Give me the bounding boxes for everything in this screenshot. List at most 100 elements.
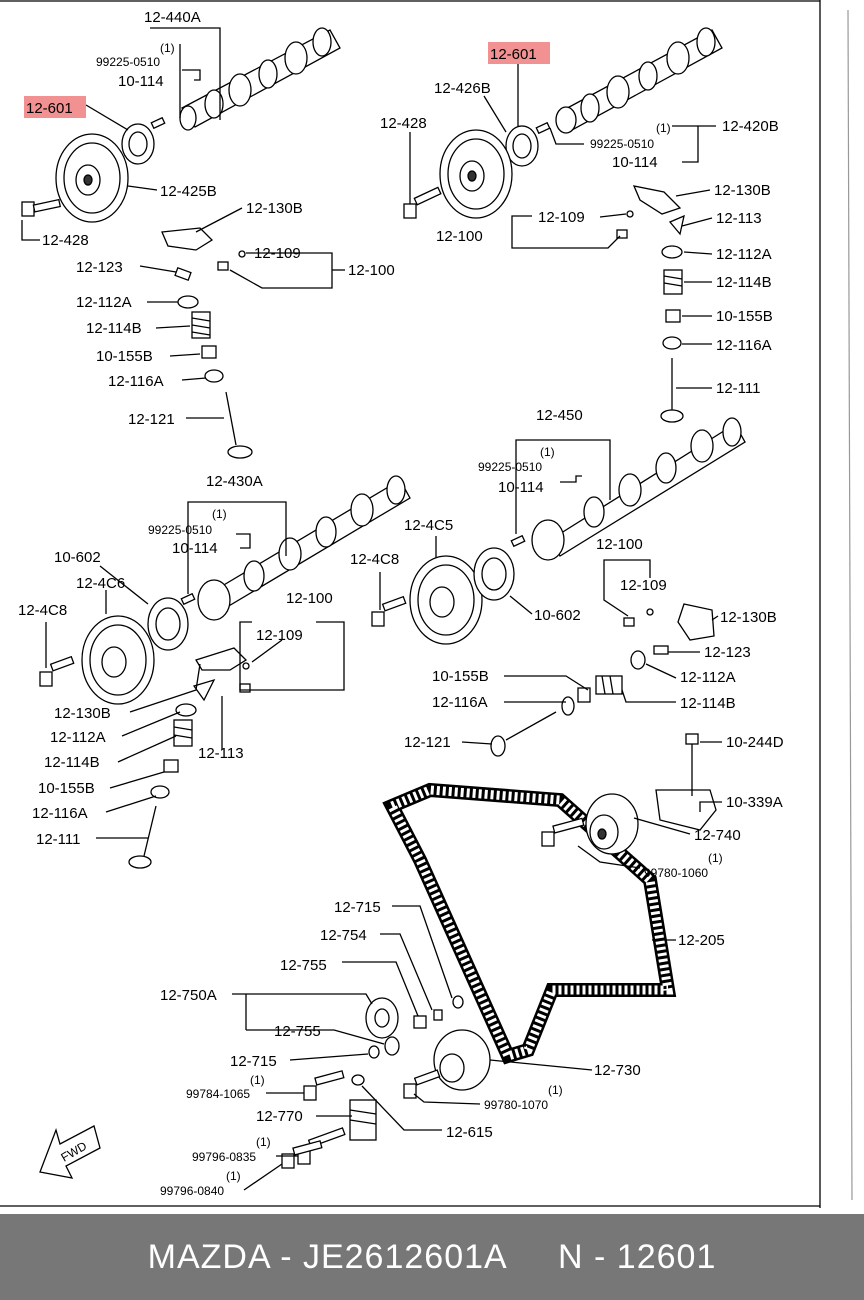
spring-12-114Ba (191, 311, 211, 339)
label-12-114Bb: 12-114B (716, 274, 772, 291)
label-99780-1060: 99780-1060 (644, 866, 708, 880)
label-10-155Bb: 10-155B (716, 308, 773, 325)
label-12-114Bd: 12-114B (680, 695, 736, 712)
bolt-12-428a (21, 198, 62, 217)
label-12-113b: 12-113 (716, 210, 762, 227)
adjuster-12-100d (623, 617, 635, 627)
label-qty-1i: (1) (226, 1169, 241, 1183)
label-12-425B: 12-425B (160, 183, 217, 200)
bolt-99780-1070 (403, 1069, 441, 1099)
label-qty-1a: (1) (160, 41, 175, 55)
rocker-arm-12-130Bb (632, 185, 682, 215)
label-99225-0510b: 99225-0510 (590, 137, 654, 151)
label-12-109c: 12-109 (256, 627, 303, 644)
label-12-100a: 12-100 (348, 262, 395, 279)
label-12-112Ac: 12-112A (50, 729, 106, 746)
label-12-750A: 12-750A (160, 987, 217, 1004)
adjuster-12-109d (646, 608, 654, 616)
bearing-12-601a (121, 123, 155, 165)
label-12-113c: 12-113 (198, 745, 244, 762)
label-10-602b: 10-602 (534, 607, 581, 624)
label-12-116Ad: 12-116A (432, 694, 488, 711)
valve-12-121a (225, 391, 253, 459)
cam-pulley-12-425B (55, 133, 129, 223)
label-12-755b: 12-755 (274, 1023, 321, 1040)
bolt-12-428b (403, 186, 442, 219)
dowel-pin-12-601a (150, 116, 166, 130)
label-12-715b: 12-715 (230, 1053, 277, 1070)
label-10-244D: 10-244D (726, 734, 784, 751)
seat-12-116Aa (204, 369, 224, 383)
bracket-10-339A (655, 789, 717, 831)
label-12-109a: 12-109 (254, 245, 301, 262)
label-12-100b: 12-100 (436, 228, 483, 245)
label-qty-1f: (1) (250, 1073, 265, 1087)
seal-10-155Bb (665, 309, 681, 323)
label-qty-1c: (1) (540, 445, 555, 459)
label-12-109d: 12-109 (620, 577, 667, 594)
spacer-12-755b (384, 1036, 400, 1056)
label-10-114a: 10-114 (118, 73, 164, 90)
label-12-4C6: 12-4C6 (76, 575, 125, 592)
label-10-339A: 10-339A (726, 794, 783, 811)
label-12-116Aa: 12-116A (108, 373, 164, 390)
label-12-420B: 12-420B (722, 118, 779, 135)
adjuster-12-109a (238, 250, 246, 258)
label-99225-0510c: 99225-0510 (478, 460, 542, 474)
spring-12-114Bc (173, 719, 193, 747)
camshaft-12-430A (197, 475, 411, 621)
washer-12-715a (452, 995, 464, 1009)
oil-seal-10-602a (147, 597, 189, 651)
label-10-602a: 10-602 (54, 549, 101, 566)
label-99796-0840: 99796-0840 (160, 1184, 224, 1198)
label-12-123a: 12-123 (76, 259, 123, 276)
label-12-130Ba: 12-130B (246, 200, 303, 217)
label-qty-1h: (1) (256, 1135, 271, 1149)
label-12-730: 12-730 (594, 1062, 641, 1079)
washer-12-715b (368, 1045, 380, 1059)
adjuster-12-109c (242, 662, 250, 670)
label-12-116Ac: 12-116A (32, 805, 88, 822)
label-qty-1b: (1) (656, 121, 671, 135)
seat-12-116Ac (150, 785, 170, 799)
camshaft-12-420B (555, 27, 723, 134)
spacer-12-755a (413, 1015, 427, 1029)
label-12-754: 12-754 (320, 927, 367, 944)
valve-12-111b (660, 358, 684, 423)
tensioner-12-750A (365, 997, 399, 1039)
seal-10-155Bc (163, 759, 179, 773)
seal-10-155Ba (201, 345, 217, 359)
label-10-114d: 10-114 (172, 540, 218, 557)
retainer-12-112Ab (661, 245, 683, 259)
adjuster-12-109b (626, 210, 634, 218)
label-12-615: 12-615 (446, 1124, 493, 1141)
timing-belt-12-205 (382, 782, 677, 1065)
bolt-12-4C8a (39, 655, 75, 687)
label-12-426B: 12-426B (434, 80, 491, 97)
rocker-arm-12-130Ba (161, 227, 214, 251)
adjuster-12-100c (239, 683, 251, 693)
engine-timing-parts-diagram: FWD (0, 0, 853, 1208)
label-12-428a: 12-428 (42, 232, 89, 249)
retainer-12-113c (192, 678, 216, 702)
label-12-715a: 12-715 (334, 899, 381, 916)
bolt-10-244D (685, 733, 699, 796)
bolt-12-4C8b (371, 595, 407, 627)
part-labels: 12-440A (1) 99225-0510 10-114 12-601 12-… (18, 9, 784, 1198)
label-qty-1g: (1) (548, 1083, 563, 1097)
spring-12-770 (349, 1099, 377, 1141)
spring-12-114Bd (595, 675, 623, 695)
dowel-pin-10-114c (510, 534, 526, 548)
label-12-121d: 12-121 (404, 734, 451, 751)
dowel-pin-10-114d (180, 592, 196, 606)
label-12-4C8b: 12-4C8 (350, 551, 399, 568)
pin-12-615 (351, 1074, 365, 1086)
label-12-112Ab: 12-112A (716, 246, 772, 263)
adjuster-12-100a (217, 261, 229, 271)
label-12-111c: 12-111 (36, 831, 80, 848)
retainer-12-113b (668, 214, 685, 236)
rocker-arm-12-130Bc (195, 647, 248, 671)
label-12-112Aa: 12-112A (76, 294, 132, 311)
label-12-428b: 12-428 (380, 115, 427, 132)
retainer-12-123a (174, 267, 192, 281)
